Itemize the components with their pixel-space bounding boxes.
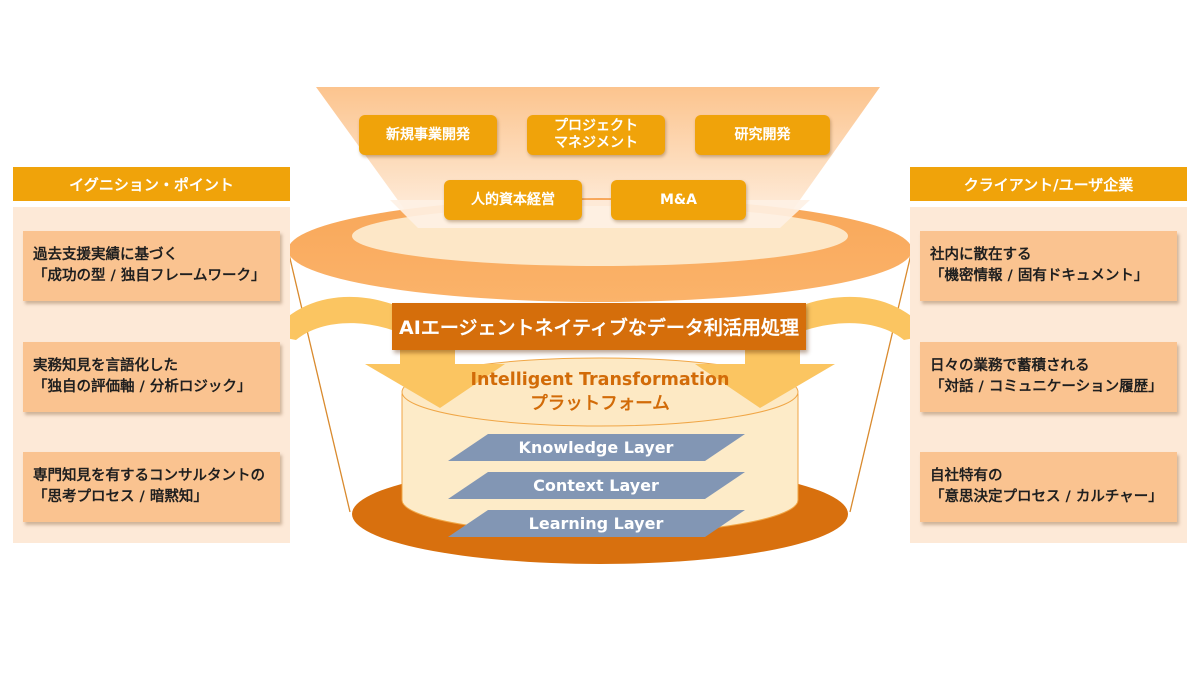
use-case-label-line1: プロジェクト xyxy=(554,118,638,134)
card-line2: 「思考プロセス / 暗黙知」 xyxy=(33,489,208,505)
platform-title-en: Intelligent Transformation xyxy=(470,370,730,390)
card-line2: 「成功の型 / 独自フレームワーク」 xyxy=(33,268,266,284)
use-case-new-business: 新規事業開発 xyxy=(359,115,497,155)
learning-layer-label: Learning Layer xyxy=(528,514,664,533)
learning-layer-shape xyxy=(448,510,745,537)
right-curved-arrow xyxy=(806,296,930,340)
left-panel-header: イグニション・ポイント xyxy=(13,167,290,201)
bucket-right-edge xyxy=(849,249,913,513)
use-case-ma: M&A xyxy=(611,180,746,220)
platform-title: Intelligent Transformation プラットフォーム xyxy=(420,368,780,416)
platform-cylinder-top xyxy=(401,357,799,427)
card-line2: 「独自の評価軸 / 分析ロジック」 xyxy=(33,379,252,395)
right-panel-title: クライアント/ユーザ企業 xyxy=(963,175,1134,194)
use-case-label: 人的資本経営 xyxy=(471,191,555,208)
card-line1: 社内に散在する xyxy=(930,247,1032,263)
knowledge-layer-shape xyxy=(448,434,745,461)
right-panel-header: クライアント/ユーザ企業 xyxy=(910,167,1187,201)
left-card-3: 専門知見を有するコンサルタントの 「思考プロセス / 暗黙知」 xyxy=(23,452,280,522)
card-line2: 「機密情報 / 固有ドキュメント」 xyxy=(930,268,1149,284)
layer-shapes xyxy=(448,434,745,537)
left-card-1: 過去支援実績に基づく 「成功の型 / 独自フレームワーク」 xyxy=(23,231,280,301)
use-case-project-management: プロジェクト マネジメント xyxy=(527,115,665,155)
right-card-2: 日々の業務で蓄積される 「対話 / コミュニケーション履歴」 xyxy=(920,342,1177,412)
use-case-label: M&A xyxy=(660,191,697,208)
card-line1: 日々の業務で蓄積される xyxy=(930,358,1090,374)
use-case-label: 新規事業開発 xyxy=(386,126,470,143)
right-card-1: 社内に散在する 「機密情報 / 固有ドキュメント」 xyxy=(920,231,1177,301)
left-curved-arrow xyxy=(270,296,392,340)
knowledge-layer-label: Knowledge Layer xyxy=(518,438,674,457)
card-line1: 自社特有の xyxy=(930,468,1003,484)
card-line2: 「意思決定プロセス / カルチャー」 xyxy=(930,489,1163,505)
use-case-label-line2: マネジメント xyxy=(554,135,638,151)
card-line1: 専門知見を有するコンサルタントの xyxy=(33,468,265,484)
use-case-label: 研究開発 xyxy=(734,126,791,143)
context-layer-label: Context Layer xyxy=(533,476,659,495)
right-card-3: 自社特有の 「意思決定プロセス / カルチャー」 xyxy=(920,452,1177,522)
card-line1: 過去支援実績に基づく xyxy=(33,247,178,263)
left-panel-title: イグニション・ポイント xyxy=(69,175,234,194)
bucket-left-edge xyxy=(287,249,351,513)
use-case-human-capital: 人的資本経営 xyxy=(444,180,582,220)
ai-processing-label: AIエージェントネイティブなデータ利活用処理 xyxy=(399,317,799,339)
left-card-2: 実務知見を言語化した 「独自の評価軸 / 分析ロジック」 xyxy=(23,342,280,412)
platform-title-ja: プラットフォーム xyxy=(530,394,670,414)
card-line2: 「対話 / コミュニケーション履歴」 xyxy=(930,379,1163,395)
ai-processing-banner: AIエージェントネイティブなデータ利活用処理 xyxy=(392,303,806,350)
use-case-rnd: 研究開発 xyxy=(695,115,830,155)
card-line1: 実務知見を言語化した xyxy=(33,358,178,374)
context-layer-shape xyxy=(448,472,745,499)
